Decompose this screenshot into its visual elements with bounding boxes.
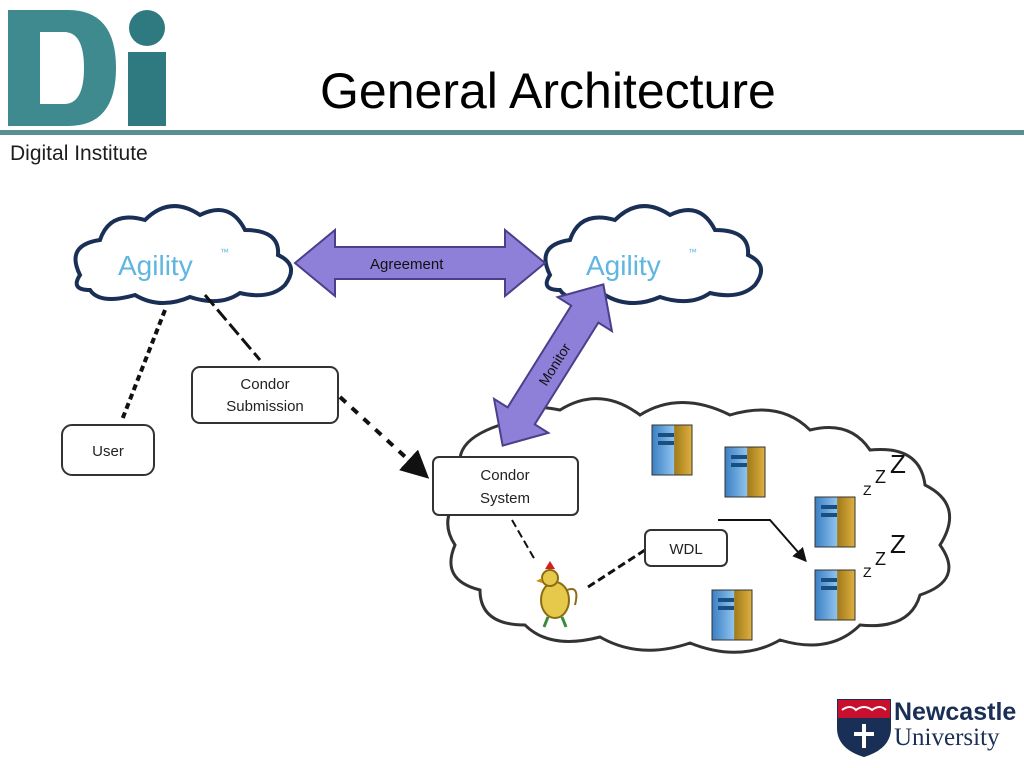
server-icon-4 xyxy=(814,569,856,621)
logo-subtitle: Digital Institute xyxy=(10,142,148,165)
sleep-mark-large-1: Z xyxy=(890,449,906,479)
sleep-mark-mid-1: Z xyxy=(875,467,886,487)
di-logo-mark xyxy=(8,10,166,126)
sleep-mark-mid-2: Z xyxy=(875,549,886,569)
sleep-mark-small-1: Z xyxy=(863,482,872,498)
architecture-diagram: Agility ™ Agility ™ Agreement Monitor Co… xyxy=(61,204,952,654)
university-name-line2: University xyxy=(894,724,1000,751)
agility-cloud-left: Agility ™ xyxy=(73,204,294,305)
wdl-box: WDL xyxy=(644,529,728,567)
server-icon-5 xyxy=(711,589,753,641)
agreement-label: Agreement xyxy=(370,256,444,273)
digital-institute-logo: Digital Institute xyxy=(8,6,178,166)
submission-to-system-line xyxy=(338,395,430,479)
server-icon-1 xyxy=(651,424,693,476)
sleep-icon-lower: Z Z Z xyxy=(863,529,906,580)
condor-system-line2: System xyxy=(480,490,530,507)
submission-to-agility-line xyxy=(203,294,262,361)
sleep-mark-small-2: Z xyxy=(863,564,872,580)
user-box: User xyxy=(61,424,155,476)
server-icon-2 xyxy=(724,446,766,498)
monitor-arrow: Monitor xyxy=(492,283,614,447)
condor-submission-line1: Condor xyxy=(240,376,289,393)
condor-submission-line2: Submission xyxy=(226,398,304,415)
page-title: General Architecture xyxy=(320,63,776,119)
server-icon-3 xyxy=(814,496,856,548)
agility-label-right: Agility xyxy=(586,250,661,281)
trademark-right: ™ xyxy=(688,247,697,257)
agility-label-left: Agility xyxy=(118,250,193,281)
condor-system-box: Condor System xyxy=(432,456,579,516)
wdl-label: WDL xyxy=(669,541,702,558)
university-name-line1: Newcastle xyxy=(894,698,1017,726)
condor-submission-box: Condor Submission xyxy=(191,366,339,424)
newcastle-university-logo: Newcastle University xyxy=(834,696,1024,758)
header-divider xyxy=(0,130,1024,135)
university-crest-icon xyxy=(837,699,891,758)
agility-cloud-right: Agility ™ xyxy=(543,204,764,305)
condor-system-line1: Condor xyxy=(480,467,529,484)
wdl-to-server-line xyxy=(718,519,807,563)
user-label: User xyxy=(92,443,124,460)
user-to-agility-line xyxy=(120,309,167,421)
workflow-engine-icon xyxy=(536,561,578,628)
trademark-left: ™ xyxy=(220,247,229,257)
agreement-arrow: Agreement xyxy=(293,227,547,299)
sleep-icon-upper: Z Z Z xyxy=(863,449,906,498)
sleep-mark-large-2: Z xyxy=(890,529,906,559)
system-to-engine-line xyxy=(511,519,536,561)
